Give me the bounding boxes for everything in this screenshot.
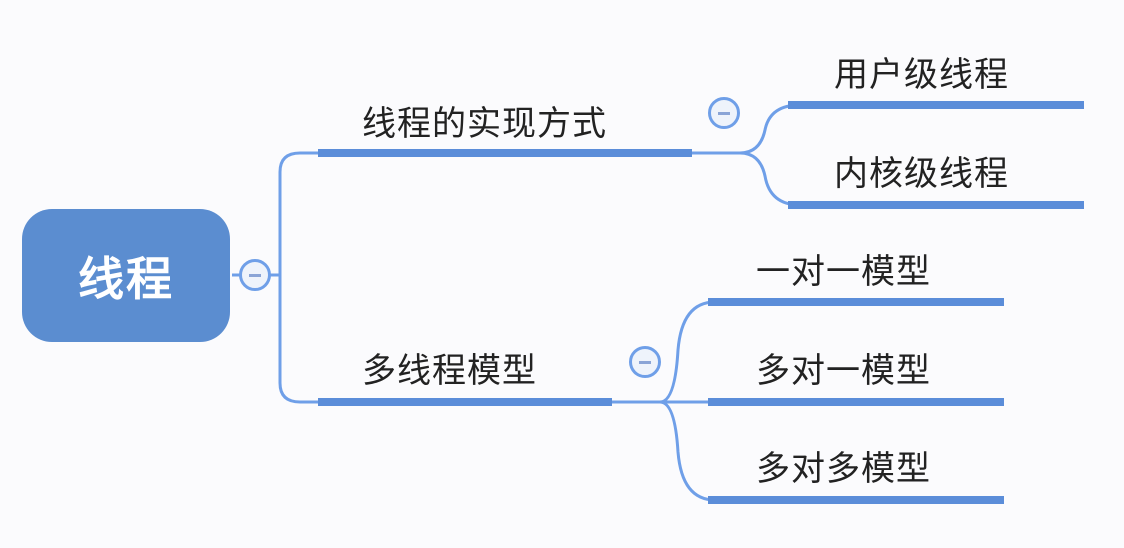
connector-branch-1 — [278, 151, 320, 275]
branch-node-1[interactable]: 线程的实现方式 — [362, 104, 607, 144]
connector-b2-c1 — [612, 300, 716, 404]
branch-node-2[interactable]: 多线程模型 — [362, 351, 537, 391]
root-node[interactable]: 线程 — [22, 209, 230, 342]
collapse-branch-2-button[interactable] — [629, 346, 661, 378]
connector-branch-2 — [278, 275, 320, 404]
child-node[interactable]: 用户级线程 — [834, 55, 1009, 95]
connector-b1-c2 — [739, 151, 801, 207]
connector-b2-c3 — [659, 400, 716, 502]
collapse-branch-1-button[interactable] — [708, 97, 740, 129]
child-node[interactable]: 一对一模型 — [756, 252, 931, 292]
child-node[interactable]: 内核级线程 — [834, 154, 1009, 194]
collapse-root-button[interactable] — [239, 259, 271, 291]
child-node[interactable]: 多对多模型 — [756, 449, 931, 489]
child-node[interactable]: 多对一模型 — [756, 351, 931, 391]
root-label: 线程 — [78, 251, 174, 306]
connector-b1-c1 — [692, 103, 801, 155]
